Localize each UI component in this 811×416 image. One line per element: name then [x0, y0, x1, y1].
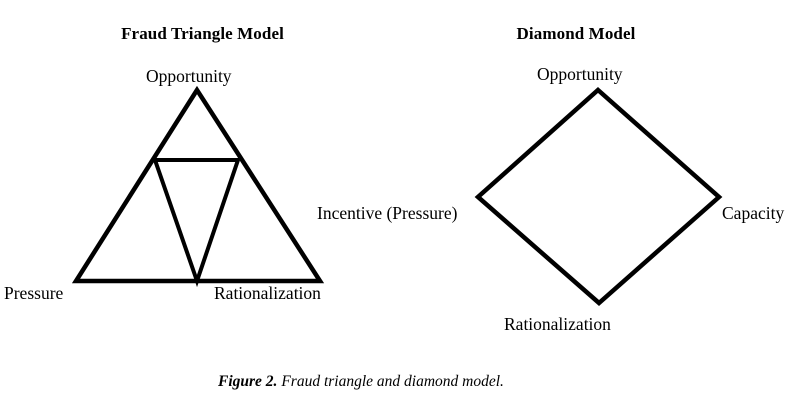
- inner-inverted-triangle-shape: [152, 158, 241, 288]
- diamond-model-title: Diamond Model: [516, 24, 636, 43]
- diamond-label-capacity: Capacity: [722, 203, 785, 223]
- fraud-triangle-title: Fraud Triangle Model: [121, 24, 284, 43]
- diamond-label-opportunity: Opportunity: [537, 64, 623, 84]
- diamond-label-incentive-pressure: Incentive (Pressure): [317, 203, 458, 223]
- triangle-label-pressure: Pressure: [4, 283, 64, 303]
- triangle-label-opportunity: Opportunity: [146, 66, 232, 86]
- triangle-label-rationalization: Rationalization: [214, 283, 321, 303]
- outer-triangle-shape: [71, 85, 325, 284]
- diamond-shape: [474, 86, 723, 306]
- figure-caption-text: Fraud triangle and diamond model.: [277, 373, 504, 390]
- figure-caption-prefix: Figure 2.: [218, 373, 278, 390]
- figure-caption: Figure 2. Fraud triangle and diamond mod…: [218, 372, 504, 392]
- diamond-label-rationalization: Rationalization: [504, 314, 611, 334]
